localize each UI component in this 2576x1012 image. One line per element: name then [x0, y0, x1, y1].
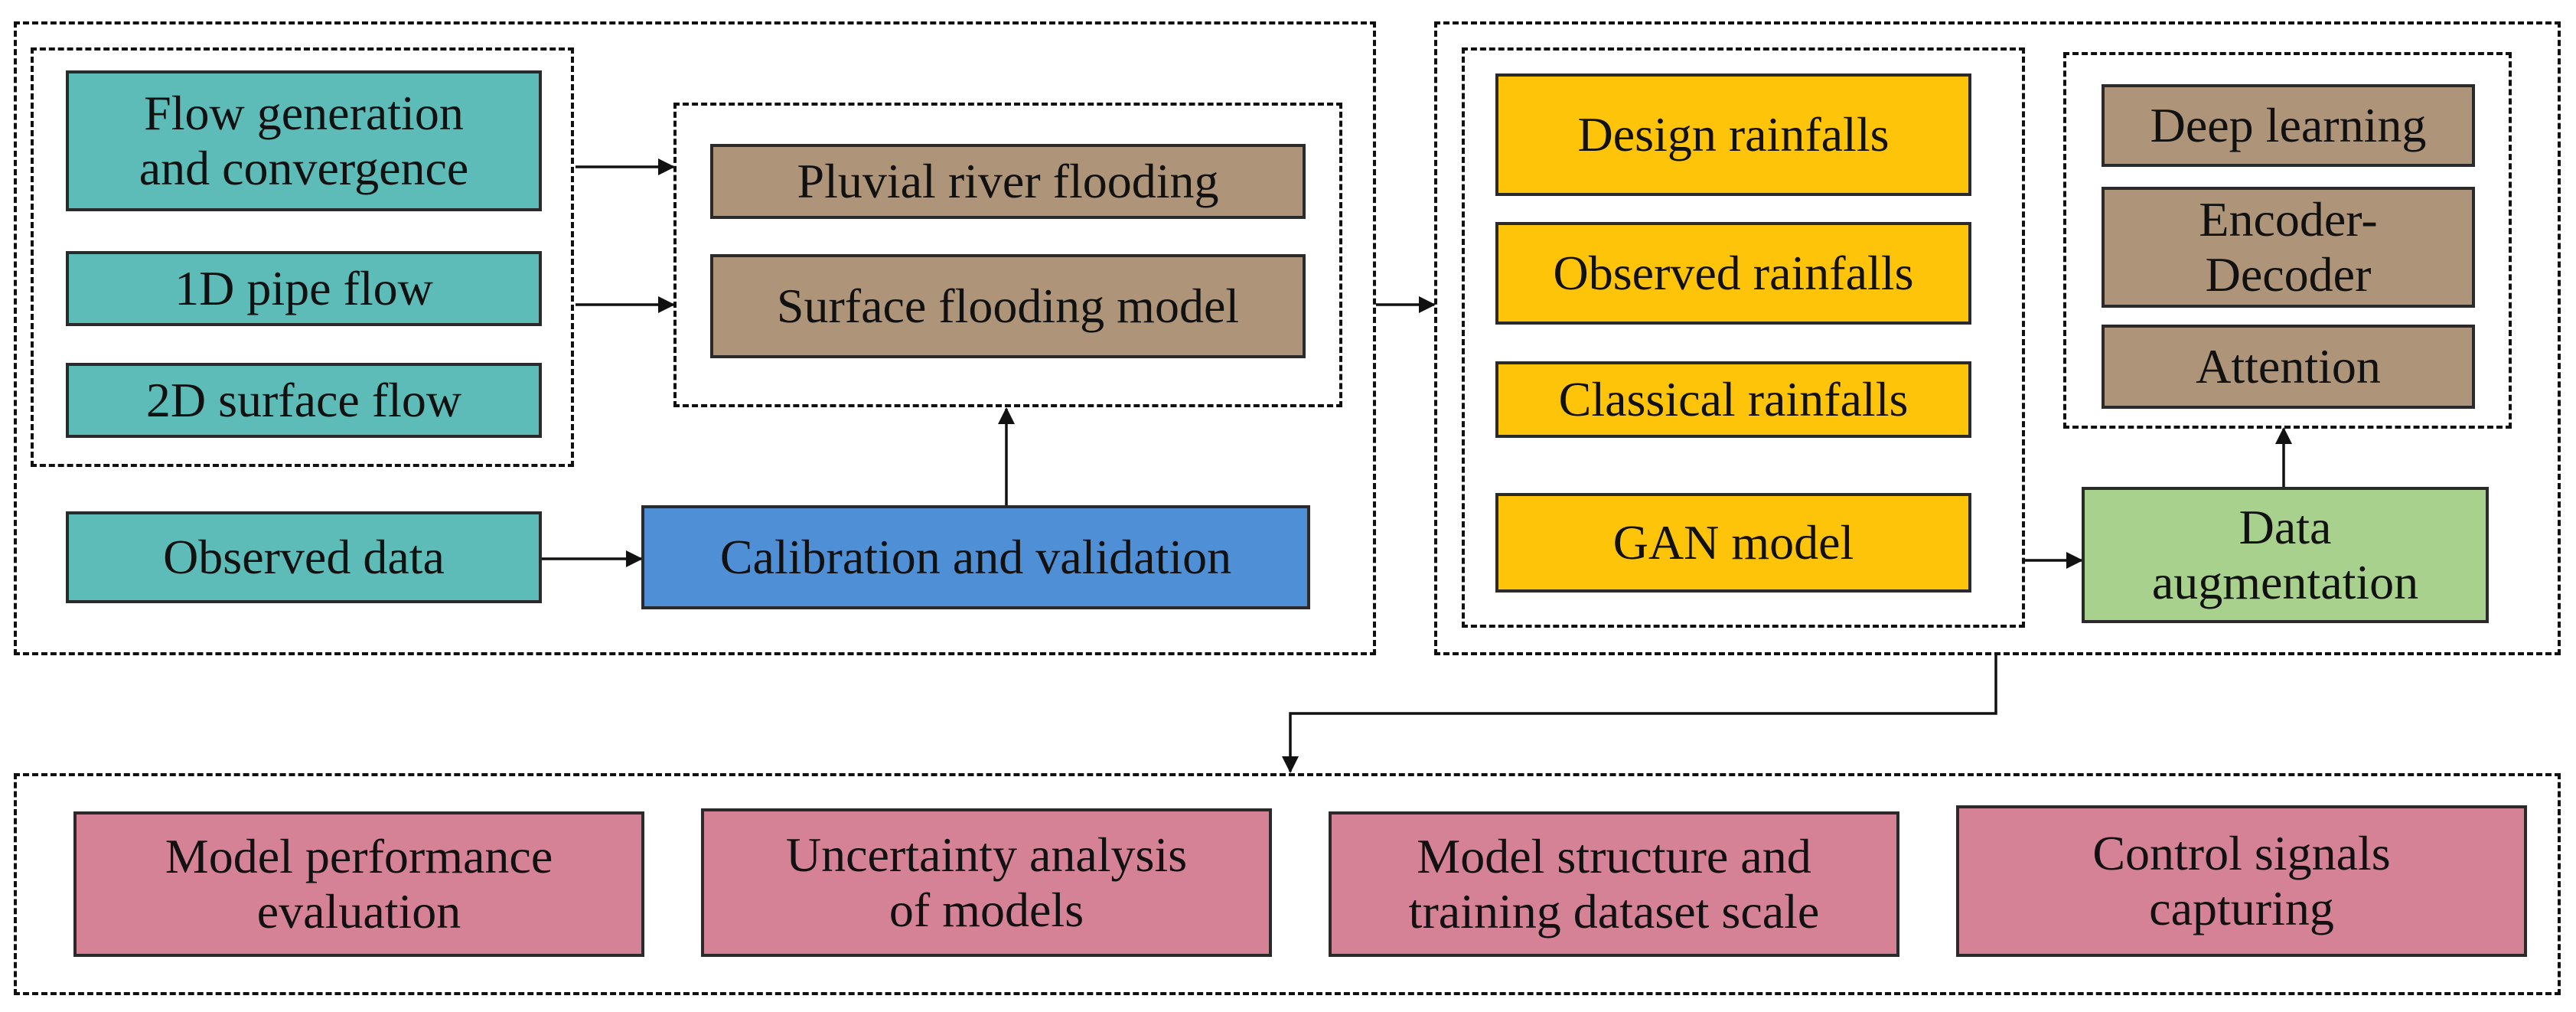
- flow-generation-box: Flow generation and convergence: [66, 70, 542, 211]
- model-structure-label: Model structure and training dataset sca…: [1408, 829, 1820, 939]
- performance-evaluation-box: Model performance evaluation: [73, 811, 644, 957]
- attention-label: Attention: [2196, 339, 2381, 394]
- analysis-group-frame: [14, 773, 2561, 995]
- attention-box: Attention: [2102, 325, 2475, 409]
- uncertainty-analysis-box: Uncertainty analysis of models: [701, 808, 1272, 957]
- rainfall-frame: [1462, 47, 2025, 628]
- design-rainfalls-label: Design rainfalls: [1577, 107, 1890, 162]
- observed-rainfalls-label: Observed rainfalls: [1553, 246, 1914, 301]
- gan-model-label: GAN model: [1612, 515, 1854, 570]
- observed-rainfalls-box: Observed rainfalls: [1495, 222, 1971, 325]
- deep-learning-box: Deep learning: [2102, 84, 2475, 167]
- data-augmentation-label: Data augmentation: [2151, 500, 2419, 609]
- calibration-label: Calibration and validation: [719, 530, 1232, 585]
- pluvial-river-label: Pluvial river flooding: [797, 154, 1219, 209]
- flooding-models-frame: [673, 103, 1342, 407]
- modeling-group-frame: [14, 21, 1376, 655]
- control-signals-label: Control signals capturing: [2092, 826, 2391, 935]
- data-augmentation-box: Data augmentation: [2082, 487, 2489, 623]
- arrow-to-analysis: [1282, 655, 1997, 773]
- encoder-decoder-box: Encoder- Decoder: [2102, 187, 2475, 308]
- surface-flow-box: 2D surface flow: [66, 363, 542, 438]
- performance-evaluation-label: Model performance evaluation: [165, 829, 553, 939]
- model-structure-box: Model structure and training dataset sca…: [1329, 811, 1899, 957]
- observed-data-label: Observed data: [163, 530, 445, 585]
- encoder-decoder-label: Encoder- Decoder: [2199, 192, 2378, 302]
- flow-generation-label: Flow generation and convergence: [139, 86, 469, 195]
- deep-learning-label: Deep learning: [2150, 98, 2427, 153]
- surface-flow-label: 2D surface flow: [145, 373, 462, 428]
- pipe-flow-box: 1D pipe flow: [66, 251, 542, 326]
- pluvial-river-box: Pluvial river flooding: [710, 144, 1306, 219]
- data-learning-group-frame: [1434, 21, 2561, 655]
- design-rainfalls-box: Design rainfalls: [1495, 73, 1971, 196]
- pipe-flow-label: 1D pipe flow: [174, 261, 433, 316]
- surface-flooding-label: Surface flooding model: [776, 279, 1240, 334]
- surface-flooding-box: Surface flooding model: [710, 254, 1306, 358]
- classical-rainfalls-label: Classical rainfalls: [1558, 372, 1909, 427]
- flow-processes-frame: [31, 47, 574, 467]
- uncertainty-analysis-label: Uncertainty analysis of models: [785, 828, 1188, 937]
- observed-data-box: Observed data: [66, 511, 542, 603]
- gan-model-box: GAN model: [1495, 493, 1971, 593]
- classical-rainfalls-box: Classical rainfalls: [1495, 361, 1971, 438]
- control-signals-box: Control signals capturing: [1956, 805, 2527, 957]
- calibration-box: Calibration and validation: [641, 505, 1310, 609]
